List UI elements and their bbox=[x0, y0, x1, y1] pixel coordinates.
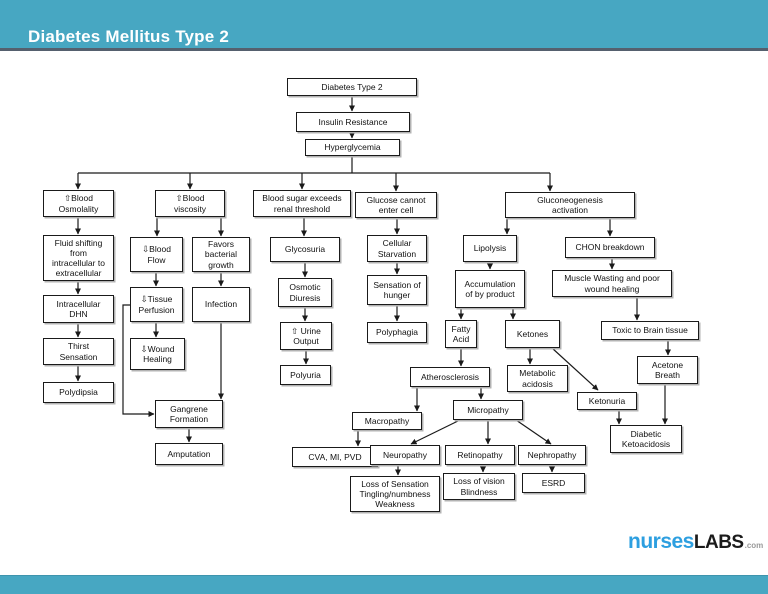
node-fluid_shifting: Fluid shifting from intracellular to ext… bbox=[43, 235, 114, 281]
node-acetone_breath: Acetone Breath bbox=[637, 356, 698, 384]
node-atherosclerosis: Atherosclerosis bbox=[410, 367, 490, 387]
node-polyuria: Polyuria bbox=[280, 365, 331, 385]
node-insulin_resistance: Insulin Resistance bbox=[296, 112, 410, 132]
node-polyphagia: Polyphagia bbox=[367, 322, 427, 343]
node-loss_sensation: Loss of Sensation Tingling/numbness Weak… bbox=[350, 476, 440, 512]
node-blood_viscosity: ⇧Blood viscosity bbox=[155, 190, 225, 217]
edge-ketones-ketonuria bbox=[551, 347, 599, 391]
node-nephropathy: Nephropathy bbox=[518, 445, 586, 465]
node-loss_vision: Loss of vision Blindness bbox=[443, 473, 515, 500]
node-gluconeogenesis: Gluconeogenesis activation bbox=[505, 192, 635, 218]
node-blood_osmolality: ⇧Blood Osmolality bbox=[43, 190, 114, 217]
logo-labs-text: LABS bbox=[693, 532, 744, 553]
node-sensation_hunger: Sensation of hunger bbox=[367, 275, 427, 305]
node-neuropathy: Neuropathy bbox=[370, 445, 440, 465]
node-gangrene: Gangrene Formation bbox=[155, 400, 223, 428]
node-wound_healing: ⇩Wound Healing bbox=[130, 338, 185, 370]
node-amputation: Amputation bbox=[155, 443, 223, 465]
node-glucose_cannot_enter: Glucose cannot enter cell bbox=[355, 192, 437, 218]
logo-nurses-text: nurses bbox=[628, 530, 694, 553]
node-tissue_perfusion: ⇩Tissue Perfusion bbox=[130, 287, 183, 322]
node-diabetic_ketoacidosis: Diabetic Ketoacidosis bbox=[610, 425, 682, 453]
node-diabetes_type2: Diabetes Type 2 bbox=[287, 78, 417, 96]
node-chon_breakdown: CHON breakdown bbox=[565, 237, 655, 258]
node-cva_mi_pvd: CVA, MI, PVD bbox=[292, 447, 378, 467]
edge-micropathy-nephropathy bbox=[515, 419, 552, 445]
node-blood_sugar_exceeds: Blood sugar exceeds renal threshold bbox=[253, 190, 351, 217]
node-cellular_starvation: Cellular Starvation bbox=[367, 235, 427, 262]
page-title: Diabetes Mellitus Type 2 bbox=[28, 27, 229, 46]
header-bar: Diabetes Mellitus Type 2 bbox=[0, 0, 768, 51]
node-favors_bacterial: Favors bacterial growth bbox=[192, 237, 250, 272]
node-metabolic_acidosis: Metabolic acidosis bbox=[507, 365, 568, 392]
node-osmotic_diuresis: Osmotic Diuresis bbox=[278, 278, 332, 307]
node-muscle_wasting: Muscle Wasting and poor wound healing bbox=[552, 270, 672, 297]
edge-tissue_perfusion-gangrene bbox=[122, 304, 155, 417]
node-micropathy: Micropathy bbox=[453, 400, 523, 420]
node-retinopathy: Retinopathy bbox=[445, 445, 515, 465]
node-fatty_acid: Fatty Acid bbox=[445, 320, 477, 348]
node-intracellular_dhn: Intracellular DHN bbox=[43, 295, 114, 323]
node-lipolysis: Lipolysis bbox=[463, 235, 517, 262]
logo-com-text: .com bbox=[744, 541, 764, 550]
node-thirst_sensation: Thirst Sensation bbox=[43, 338, 114, 365]
node-macropathy: Macropathy bbox=[352, 412, 422, 430]
node-accumulation: Accumulation of by product bbox=[455, 270, 525, 308]
node-hyperglycemia: Hyperglycemia bbox=[305, 139, 400, 156]
node-esrd: ESRD bbox=[522, 473, 585, 493]
node-ketones: Ketones bbox=[505, 320, 560, 348]
node-infection: Infection bbox=[192, 287, 250, 322]
node-toxic_brain: Toxic to Brain tissue bbox=[601, 321, 699, 340]
node-glycosuria: Glycosuria bbox=[270, 237, 340, 262]
node-blood_flow: ⇩Blood Flow bbox=[130, 237, 183, 272]
node-ketonuria: Ketonuria bbox=[577, 392, 637, 410]
footer-bar bbox=[0, 575, 768, 594]
edge-micropathy-neuropathy bbox=[410, 419, 461, 445]
node-urine_output: ⇧ Urine Output bbox=[280, 322, 332, 350]
node-polydipsia: Polydipsia bbox=[43, 382, 114, 403]
